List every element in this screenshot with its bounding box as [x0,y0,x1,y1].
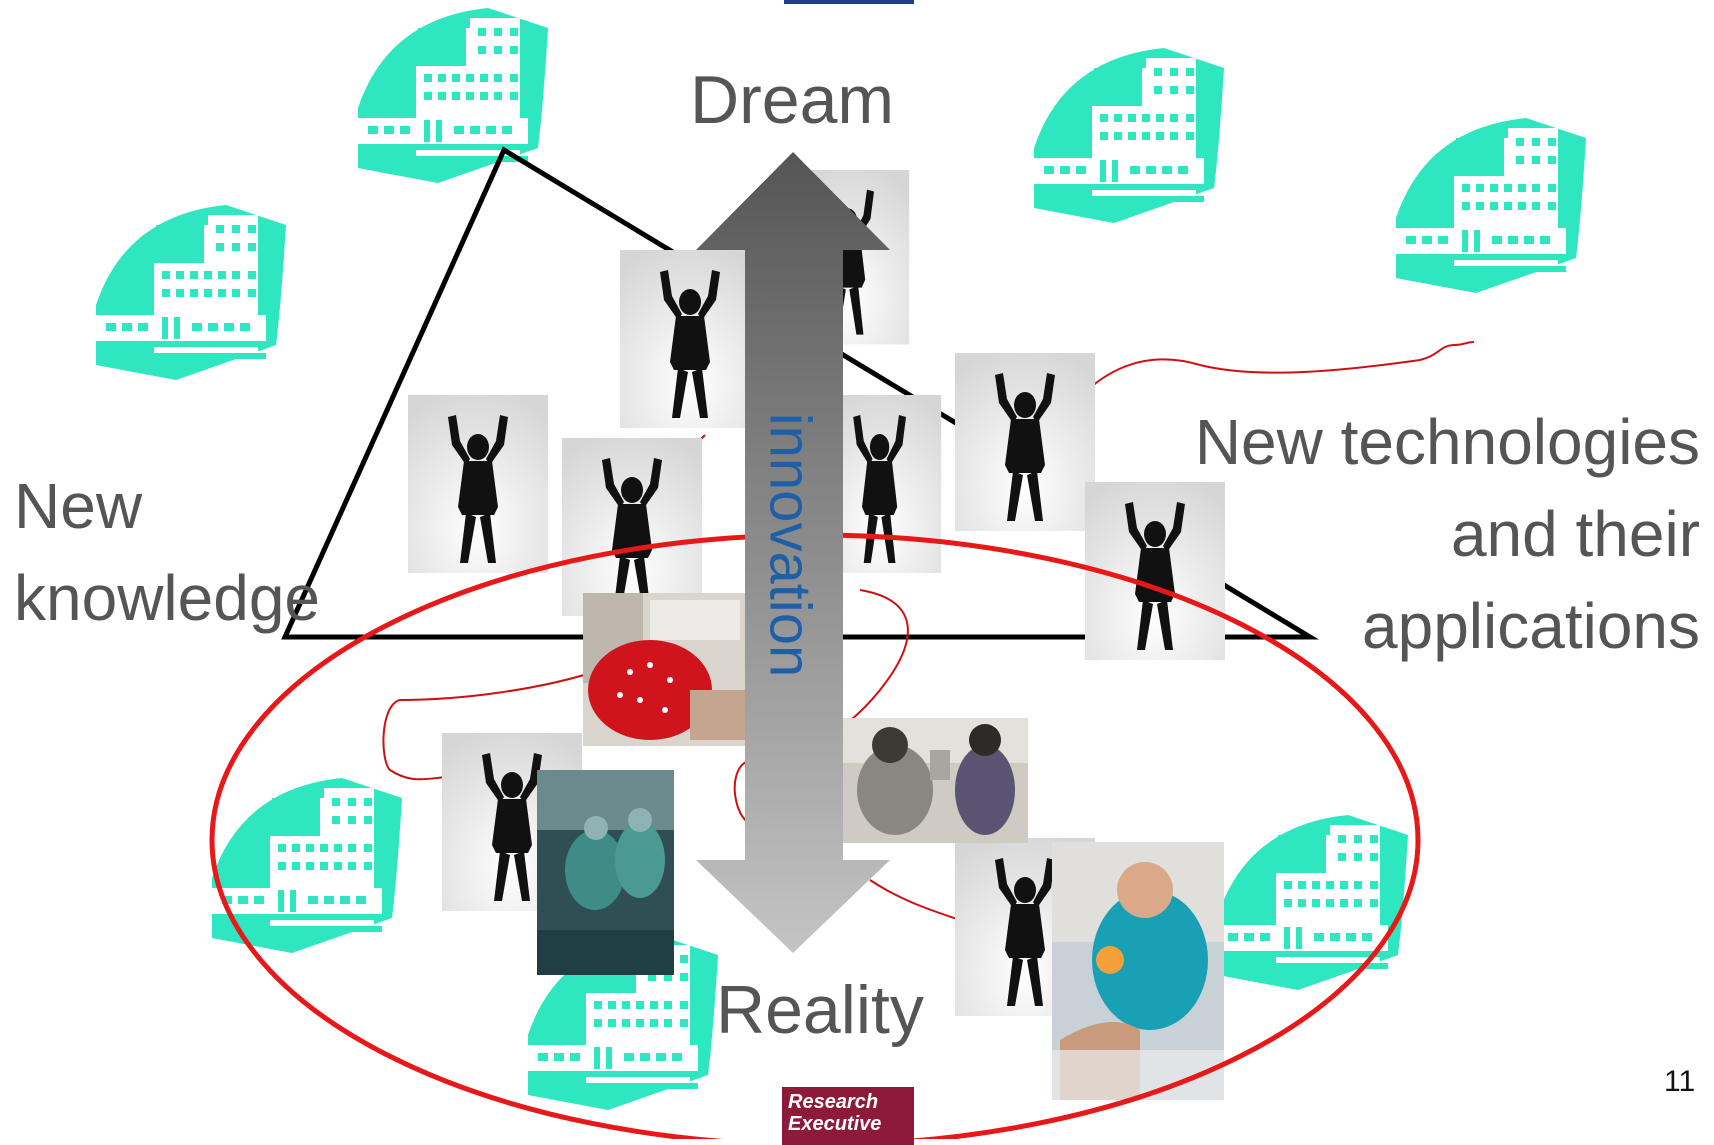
connector-line [382,669,601,781]
page-number: 11 [1664,1065,1696,1098]
innovation-arrow [696,152,890,953]
research-executive-logo: Research Executive [782,1087,914,1145]
person-figure-photo [562,438,702,616]
innovation-label: innovation [757,412,823,678]
hospital-building-icon [1396,118,1586,293]
dream-label: Dream [690,62,895,138]
new-technologies-line: applications [1362,590,1700,662]
new-knowledge-line: knowledge [14,562,320,634]
logo-line: Executive [788,1113,882,1135]
header-logo-bar [784,0,914,4]
lab-research-photo [843,718,1028,843]
hospital-building-icon [212,778,402,953]
connector-line [1037,341,1475,456]
new-knowledge-line: New [14,470,143,542]
connector-line [869,879,961,921]
eeg-research-photo [583,593,745,746]
person-figure-photo [620,250,760,428]
person-figure-photo [408,395,548,573]
hospital-building-icon [1218,815,1408,990]
reality-label: Reality [716,972,924,1048]
new-technologies-line: New technologies [1194,406,1700,478]
surgery-photo [537,770,674,975]
new-knowledge-label: New knowledge [14,460,320,644]
logo-line: Research [788,1091,879,1113]
person-figure-photo [955,353,1095,531]
prosthetic-hand-photo [1052,842,1224,1100]
hospital-building-icon [96,205,286,380]
new-technologies-line: and their [1450,498,1700,570]
hospital-building-icon [1034,48,1224,223]
new-technologies-label: New technologies and their applications [1195,396,1700,672]
